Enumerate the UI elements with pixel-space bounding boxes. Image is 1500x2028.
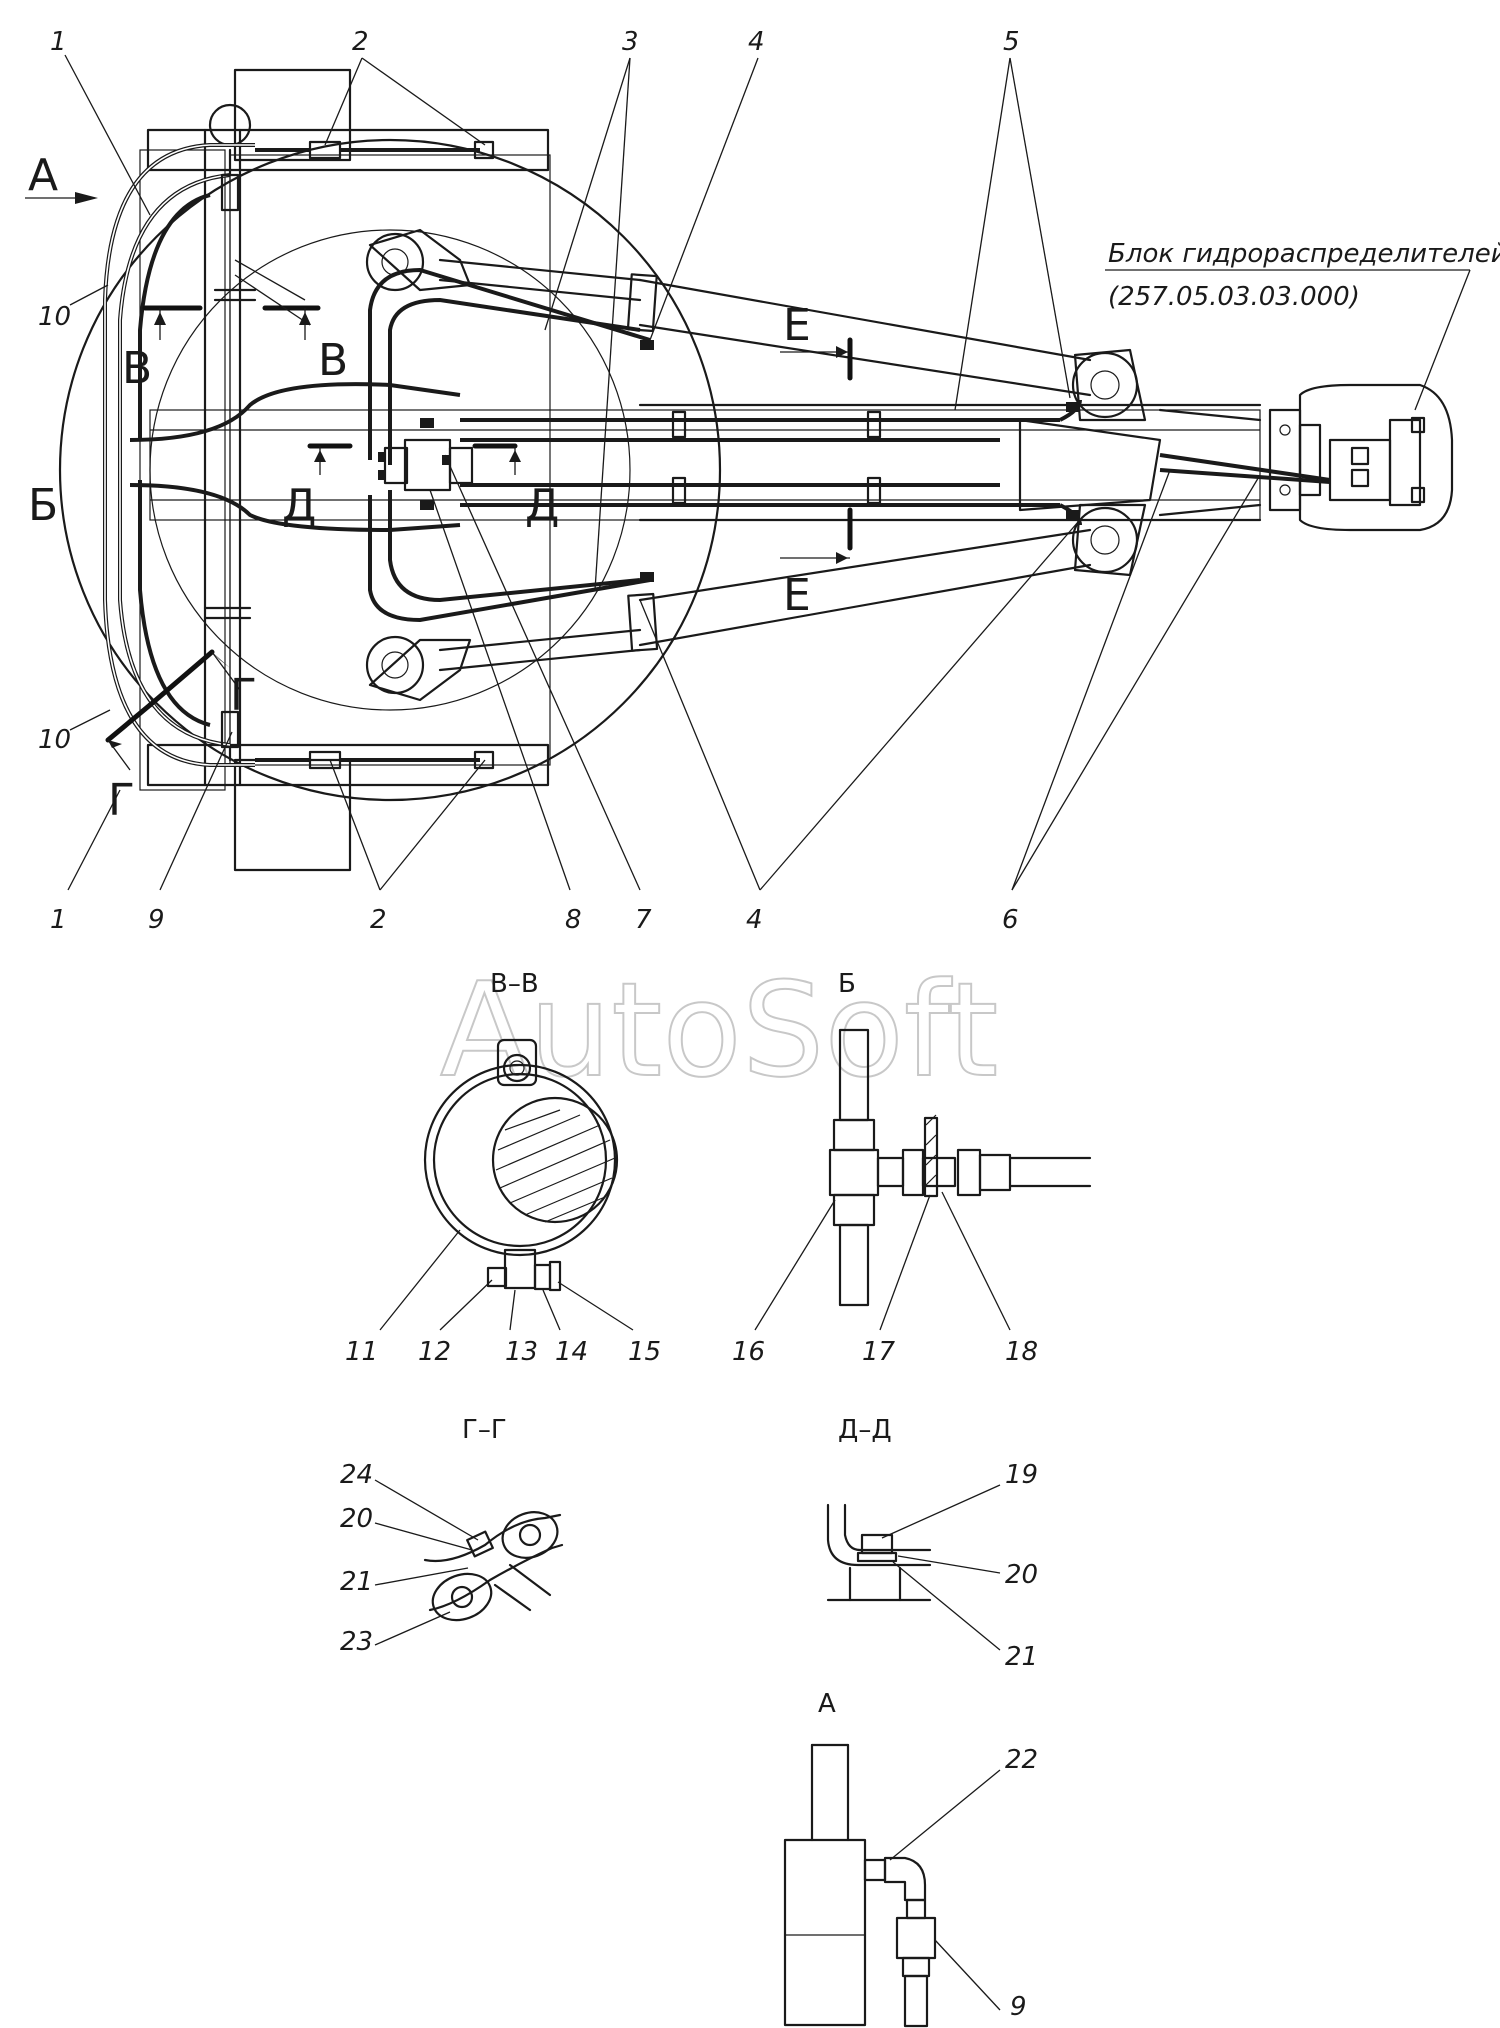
section-label-v-right: В bbox=[318, 335, 348, 386]
detail-gg-title: Г–Г bbox=[462, 1415, 507, 1445]
watermark: AutoSoft bbox=[440, 954, 998, 1106]
detail-b: Б 16 17 18 bbox=[732, 969, 1092, 1367]
detail-a-label-9: 9 bbox=[1010, 1992, 1027, 2022]
callout-1-top: 1 bbox=[50, 27, 67, 57]
hydraulic-cylinders bbox=[365, 228, 1147, 702]
shaft-hatch bbox=[495, 1109, 616, 1223]
section-label-g-bottom: Г bbox=[108, 775, 135, 826]
distributor-note: Блок гидрораспределителей (257.05.03.03.… bbox=[1108, 239, 1500, 312]
detail-dd-label-19: 19 bbox=[1005, 1460, 1038, 1490]
section-label-e-top: Е bbox=[783, 300, 811, 351]
callout-2-top: 2 bbox=[352, 27, 369, 57]
section-label-d-left: Д bbox=[282, 480, 316, 531]
note-line-2: (257.05.03.03.000) bbox=[1108, 282, 1360, 312]
callout-leaders bbox=[64, 54, 1471, 891]
hose-straights bbox=[220, 140, 495, 770]
note-line-1: Блок гидрораспределителей bbox=[1108, 239, 1500, 269]
section-label-g: Г bbox=[230, 670, 257, 721]
detail-b-label-17: 17 bbox=[862, 1337, 896, 1367]
central-manifold bbox=[378, 418, 474, 510]
section-letters: А Б В В Г Г Д Д Е Е bbox=[28, 150, 811, 826]
detail-a-label-22: 22 bbox=[1005, 1745, 1038, 1775]
detail-a-title: А bbox=[818, 1689, 836, 1719]
detail-b-label-16: 16 bbox=[732, 1337, 765, 1367]
detail-dd-label-20: 20 bbox=[1005, 1560, 1038, 1590]
distributor-block bbox=[1298, 383, 1454, 532]
section-label-d-right: Д bbox=[525, 480, 559, 531]
hose-loops-left bbox=[103, 143, 255, 767]
section-label-a: А bbox=[28, 150, 58, 201]
detail-gg-label-23: 23 bbox=[340, 1627, 373, 1657]
detail-vv-label-12: 12 bbox=[418, 1337, 451, 1367]
detail-b-label-18: 18 bbox=[1005, 1337, 1038, 1367]
detail-vv-label-14: 14 bbox=[555, 1337, 588, 1367]
callout-4-top: 4 bbox=[748, 27, 765, 57]
boom bbox=[638, 403, 1322, 522]
turntable bbox=[58, 138, 1261, 802]
detail-vv-label-11: 11 bbox=[345, 1337, 378, 1367]
base-frame bbox=[139, 68, 551, 872]
detail-dd-title: Д–Д bbox=[838, 1415, 892, 1445]
detail-vv-label-15: 15 bbox=[628, 1337, 661, 1367]
detail-vv-label-13: 13 bbox=[505, 1337, 538, 1367]
detail-a: А 22 9 bbox=[783, 1689, 1038, 2028]
section-label-b: Б bbox=[28, 480, 58, 531]
callout-7: 7 bbox=[635, 905, 652, 935]
section-label-e-bottom: Е bbox=[783, 570, 811, 621]
callout-10-bottom: 10 bbox=[38, 725, 71, 755]
main-view: А Б В В Г Г Д Д Е Е bbox=[25, 27, 1500, 935]
callout-2-bottom: 2 bbox=[370, 905, 387, 935]
callout-4-bottom: 4 bbox=[746, 905, 763, 935]
detail-gg-label-20: 20 bbox=[340, 1504, 373, 1534]
callout-1-bottom: 1 bbox=[50, 905, 67, 935]
detail-vv: В–В 11 12 13 14 15 bbox=[345, 969, 661, 1367]
detail-gg-label-21: 21 bbox=[340, 1567, 373, 1597]
detail-gg: Г–Г 24 20 21 23 bbox=[340, 1415, 564, 1657]
detail-dd-label-21: 21 bbox=[1005, 1642, 1038, 1672]
callout-3: 3 bbox=[622, 27, 639, 57]
callout-5: 5 bbox=[1003, 27, 1020, 57]
callout-9: 9 bbox=[148, 905, 165, 935]
callout-6: 6 bbox=[1002, 905, 1019, 935]
detail-dd: Д–Д 19 20 21 bbox=[826, 1415, 1038, 1672]
callout-numbers: 1 2 3 4 5 10 10 1 9 2 8 7 4 6 bbox=[38, 27, 1020, 935]
callout-10-top: 10 bbox=[38, 302, 71, 332]
detail-gg-label-24: 24 bbox=[340, 1460, 373, 1490]
section-label-v-left: В bbox=[122, 343, 152, 394]
section-cuts bbox=[25, 192, 853, 771]
detail-b-title: Б bbox=[838, 969, 856, 999]
detail-vv-title: В–В bbox=[490, 969, 539, 999]
callout-8: 8 bbox=[565, 905, 582, 935]
hose-to-manifold bbox=[129, 267, 1331, 623]
